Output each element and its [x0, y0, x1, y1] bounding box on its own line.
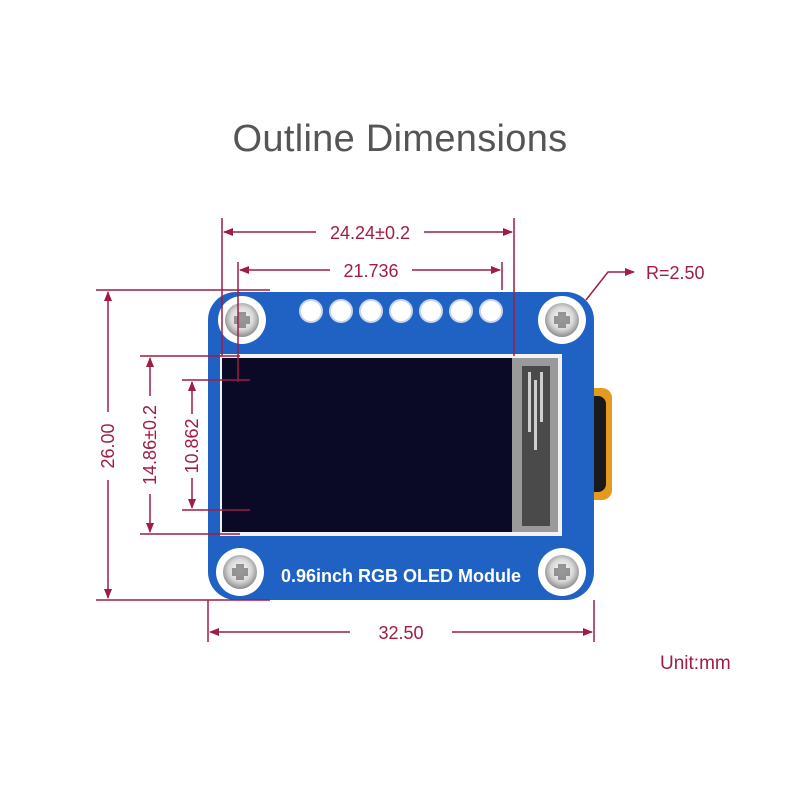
dim-screen-width: 24.24±0.2	[223, 223, 513, 243]
dim-screen-width-label: 24.24±0.2	[330, 223, 410, 243]
screw-bottom-left	[216, 548, 264, 596]
dim-active-height: 10.862	[182, 381, 202, 509]
screw-bottom-right	[538, 548, 586, 596]
dim-active-width: 21.736	[239, 261, 501, 281]
dim-corner-radius-label: R=2.50	[646, 263, 705, 283]
dim-screen-height: 14.86±0.2	[140, 357, 160, 533]
module-label: 0.96inch RGB OLED Module	[281, 566, 521, 586]
dim-active-width-label: 21.736	[343, 261, 398, 281]
dim-board-width: 32.50	[209, 623, 593, 643]
dim-board-width-label: 32.50	[378, 623, 423, 643]
screw-top-left	[218, 296, 266, 344]
screw-top-right	[538, 296, 586, 344]
dim-corner-radius: R=2.50	[585, 263, 705, 301]
header-pins	[299, 299, 503, 323]
dim-active-height-label: 10.862	[182, 418, 202, 473]
dim-board-height-label: 26.00	[98, 423, 118, 468]
oled-screen	[220, 354, 562, 536]
unit-label: Unit:mm	[660, 653, 731, 674]
dim-board-height: 26.00	[98, 291, 118, 599]
page-title: Outline Dimensions	[232, 118, 568, 160]
dim-screen-height-label: 14.86±0.2	[140, 405, 160, 485]
